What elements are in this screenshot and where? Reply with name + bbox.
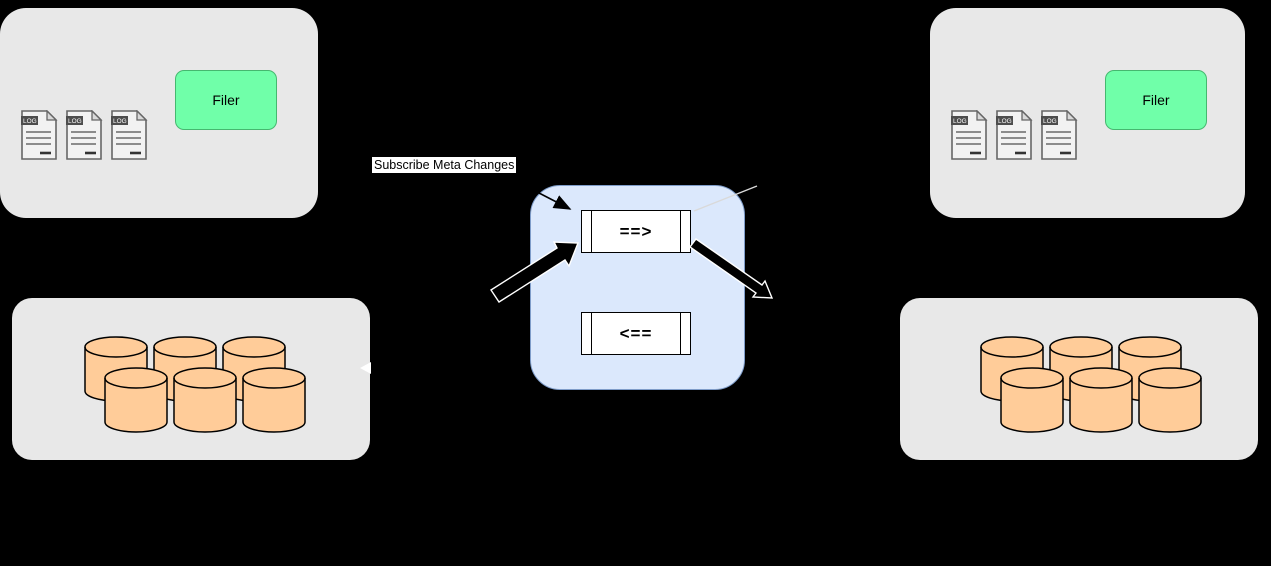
- database-cylinder-icon: [242, 367, 306, 433]
- pipe-end-cap: [680, 211, 681, 252]
- log-file-icon: [950, 110, 988, 160]
- database-group: [84, 336, 306, 433]
- log-file-icon: [110, 110, 148, 160]
- log-file-icon: [65, 110, 103, 160]
- database-cylinder-icon: [173, 367, 237, 433]
- database-cluster-left: [12, 298, 370, 460]
- pipe-end-cap: [680, 313, 681, 354]
- database-cluster-right: [900, 298, 1258, 460]
- log-file-icon: [995, 110, 1033, 160]
- publish-arrow-label: ==>: [619, 221, 653, 241]
- filer-label: Filer: [212, 92, 240, 108]
- log-files-group: [20, 110, 148, 160]
- database-cylinder-icon: [1138, 367, 1202, 433]
- publish-queue-shape: ==>: [581, 210, 691, 253]
- filer-node-right: Filer: [1105, 70, 1207, 130]
- subscribe-meta-changes-label: Subscribe Meta Changes: [372, 157, 517, 173]
- database-cylinder-icon: [1000, 367, 1064, 433]
- message-broker-box: ==> <==: [530, 185, 745, 390]
- subscribe-queue-shape: <==: [581, 312, 691, 355]
- pipe-end-cap: [591, 211, 592, 252]
- log-file-icon: [20, 110, 58, 160]
- database-cylinder-icon: [1069, 367, 1133, 433]
- log-file-icon: [1040, 110, 1078, 160]
- pipe-end-cap: [591, 313, 592, 354]
- filer-label: Filer: [1142, 92, 1170, 108]
- database-group: [980, 336, 1202, 433]
- subscribe-arrow-label: <==: [619, 323, 653, 343]
- filer-cluster-left: Filer: [0, 8, 318, 218]
- filer-cluster-right: Filer: [930, 8, 1245, 218]
- filer-node-left: Filer: [175, 70, 277, 130]
- database-cylinder-icon: [104, 367, 168, 433]
- log-files-group: [950, 110, 1078, 160]
